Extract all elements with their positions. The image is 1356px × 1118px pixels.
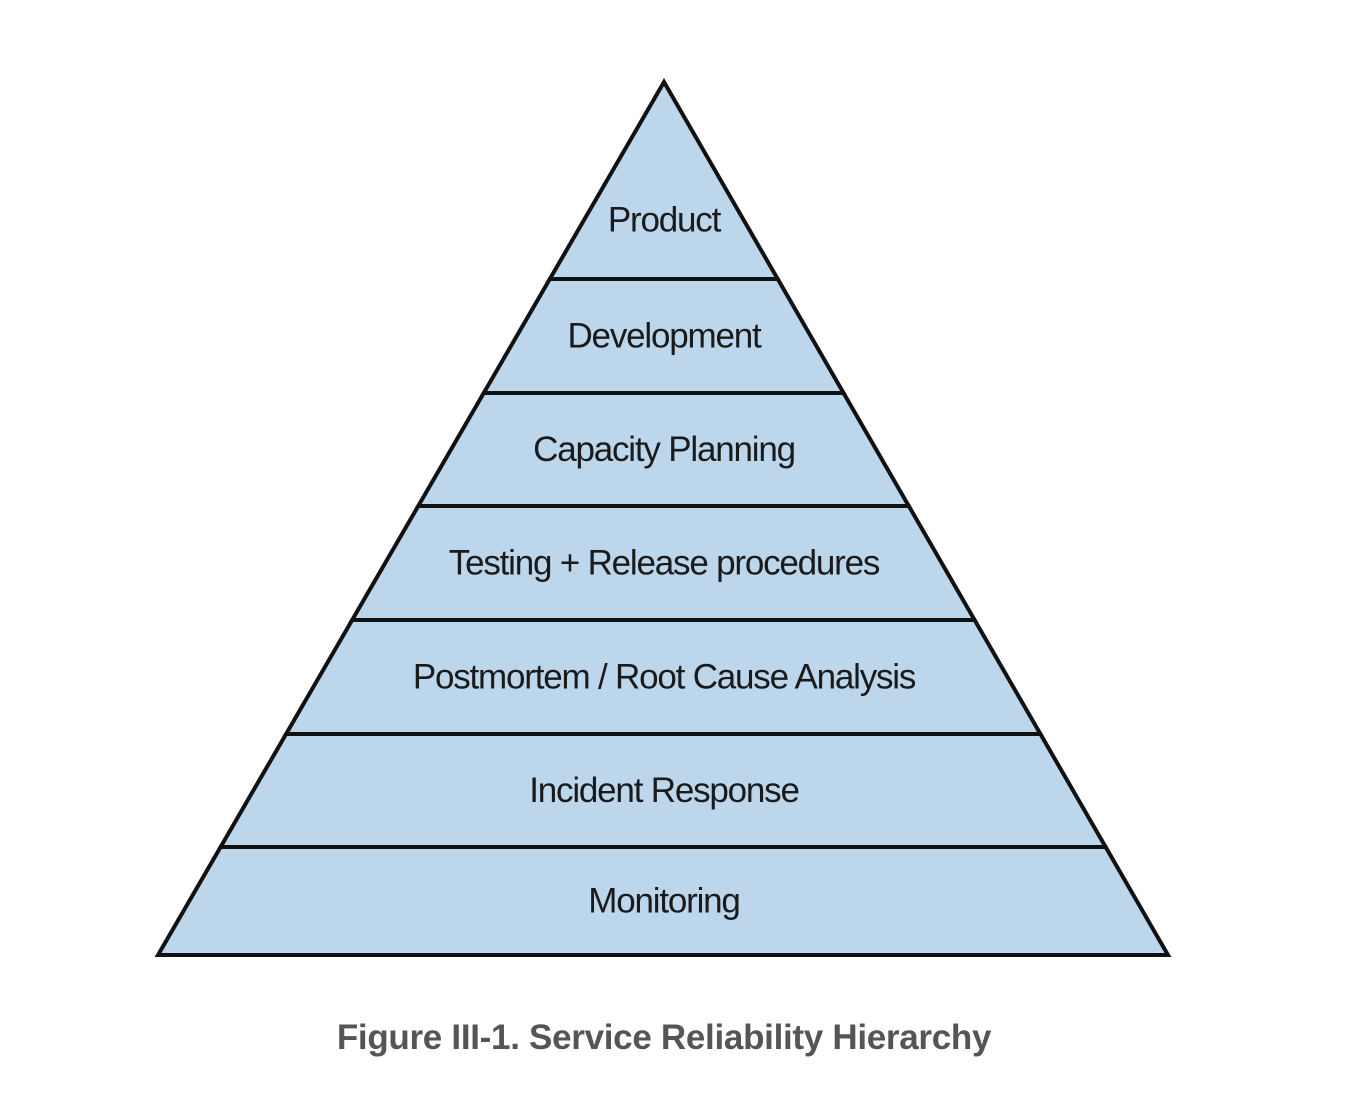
tier-label-6: Incident Response [529, 771, 799, 810]
tier-label-2: Development [567, 316, 761, 355]
pyramid-tier-7 [154, 845, 1172, 957]
pyramid-tier-1 [546, 78, 782, 281]
pyramid-tiers [154, 78, 1172, 957]
figure-caption: Figure III-1. Service Reliability Hierar… [336, 1018, 992, 1057]
tier-label-4: Testing + Release procedures [449, 543, 880, 582]
tier-label-7: Monitoring [588, 881, 739, 920]
tier-label-3: Capacity Planning [533, 430, 795, 469]
tier-label-5: Postmortem / Root Cause Analysis [413, 657, 916, 696]
tier-label-1: Product [608, 200, 722, 239]
